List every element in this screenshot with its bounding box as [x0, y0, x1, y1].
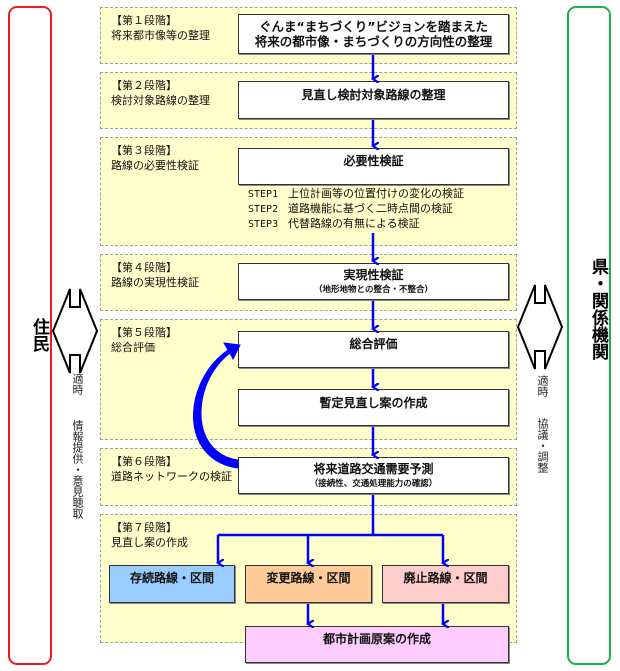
- stage-4-number: 【第４段階】: [111, 261, 177, 274]
- step-2-text: 道路機能に基づく二時点間の検証: [288, 202, 453, 215]
- left-bidirectional-arrow: [51, 288, 99, 374]
- step-3-key: STEP3: [248, 219, 279, 230]
- stage-5-label: 【第５段階】 総合評価: [111, 325, 177, 355]
- stage-5-name: 総合評価: [111, 341, 155, 354]
- outcome-continue-box: 存続路線・区間: [109, 565, 235, 603]
- stage-6-box: 将来道路交通需要予測 （接続性、交通処理能力の確認）: [238, 457, 509, 494]
- left-note-timing: 適時: [71, 373, 84, 395]
- final-draft-title: 都市計画原案の作成: [322, 632, 431, 646]
- stage-1-box-line2: 将来の都市像・まちづくりの方向性の整理: [254, 34, 493, 49]
- prefecture-agencies-title: 県・関係機関: [588, 258, 608, 360]
- stage-5-box-evaluation: 総合評価: [238, 331, 509, 368]
- stage-4-label: 【第４段階】 路線の実現性検証: [111, 260, 199, 290]
- stage-5-box-draft-title: 暫定見直し案の作成: [319, 396, 428, 410]
- outcome-change-box: 変更路線・区間: [245, 565, 372, 603]
- stage-2-name: 検討対象路線の整理: [111, 94, 210, 107]
- stage-3-box: 必要性検証: [238, 148, 509, 185]
- stage-2-number: 【第２段階】: [111, 79, 177, 92]
- outcome-abolish-box: 廃止路線・区間: [382, 565, 509, 603]
- stage-6-box-title: 将来道路交通需要予測: [313, 462, 434, 476]
- stage-6-box-subtitle: （接続性、交通処理能力の確認）: [309, 479, 438, 489]
- stage-5-number: 【第５段階】: [111, 326, 177, 339]
- step-3: STEP3 代替路線の有無による検証: [248, 217, 464, 232]
- stage-4-name: 路線の実現性検証: [111, 276, 199, 289]
- stage-1-box-line1: ぐんま“まちづくり”ビジョンを踏まえた: [259, 19, 488, 34]
- stage-3-label: 【第３段階】 路線の必要性検証: [111, 143, 199, 173]
- stage-4-box: 実現性検証 （地形地物との整合・不整合）: [238, 263, 509, 300]
- stage-2-box-title: 見直し検討対象路線の整理: [301, 88, 446, 102]
- stage-1-label: 【第１段階】 将来都市像等の整理: [111, 13, 210, 43]
- prefecture-agencies-panel: 県・関係機関: [567, 6, 611, 665]
- residents-title: 住民: [29, 318, 49, 352]
- residents-panel: 住民: [8, 6, 52, 665]
- step-1-text: 上位計画等の位置付けの変化の検証: [288, 187, 464, 200]
- stage-1-name: 将来都市像等の整理: [111, 29, 210, 42]
- stage-5-box-draft: 暫定見直し案の作成: [238, 389, 509, 426]
- stage-7-label: 【第７段階】 見直し案の作成: [111, 520, 188, 550]
- right-note-timing: 適時: [536, 375, 549, 397]
- outcome-continue-title: 存続路線・区間: [129, 571, 214, 585]
- right-note-action: 協議・調整: [536, 418, 549, 473]
- step-3-text: 代替路線の有無による検証: [288, 217, 420, 230]
- stage-2-label: 【第２段階】 検討対象路線の整理: [111, 78, 210, 108]
- stage-6-label: 【第６段階】 道路ネットワークの検証: [111, 454, 232, 484]
- step-1-key: STEP1: [248, 189, 279, 200]
- stage-3-name: 路線の必要性検証: [111, 159, 199, 172]
- stage-1-number: 【第１段階】: [111, 14, 177, 27]
- stage-5-box-evaluation-title: 総合評価: [349, 337, 398, 351]
- stage-1-box: ぐんま“まちづくり”ビジョンを踏まえた 将来の都市像・まちづくりの方向性の整理: [238, 14, 509, 54]
- step-2: STEP2 道路機能に基づく二時点間の検証: [248, 202, 464, 217]
- stage-6-name: 道路ネットワークの検証: [111, 470, 232, 483]
- stage-4-box-title: 実現性検証: [343, 268, 404, 282]
- stage-4-box-subtitle: （地形地物との整合・不整合）: [314, 285, 433, 295]
- stage-3-number: 【第３段階】: [111, 144, 177, 157]
- stage-7-number: 【第７段階】: [111, 521, 177, 534]
- left-note-action: 情報提供・意見聴取: [71, 420, 84, 519]
- outcome-change-title: 変更路線・区間: [266, 571, 351, 585]
- final-draft-box: 都市計画原案の作成: [245, 626, 509, 663]
- right-bidirectional-arrow: [516, 284, 564, 370]
- stage-3-steps: STEP1 上位計画等の位置付けの変化の検証 STEP2 道路機能に基づく二時点間の…: [248, 187, 464, 232]
- step-1: STEP1 上位計画等の位置付けの変化の検証: [248, 187, 464, 202]
- stage-2-box: 見直し検討対象路線の整理: [238, 81, 509, 119]
- stage-6-number: 【第６段階】: [111, 455, 177, 468]
- stage-7-name: 見直し案の作成: [111, 536, 188, 549]
- step-2-key: STEP2: [248, 204, 279, 215]
- outcome-abolish-title: 廃止路線・区間: [403, 571, 488, 585]
- stage-3-box-title: 必要性検証: [343, 154, 404, 168]
